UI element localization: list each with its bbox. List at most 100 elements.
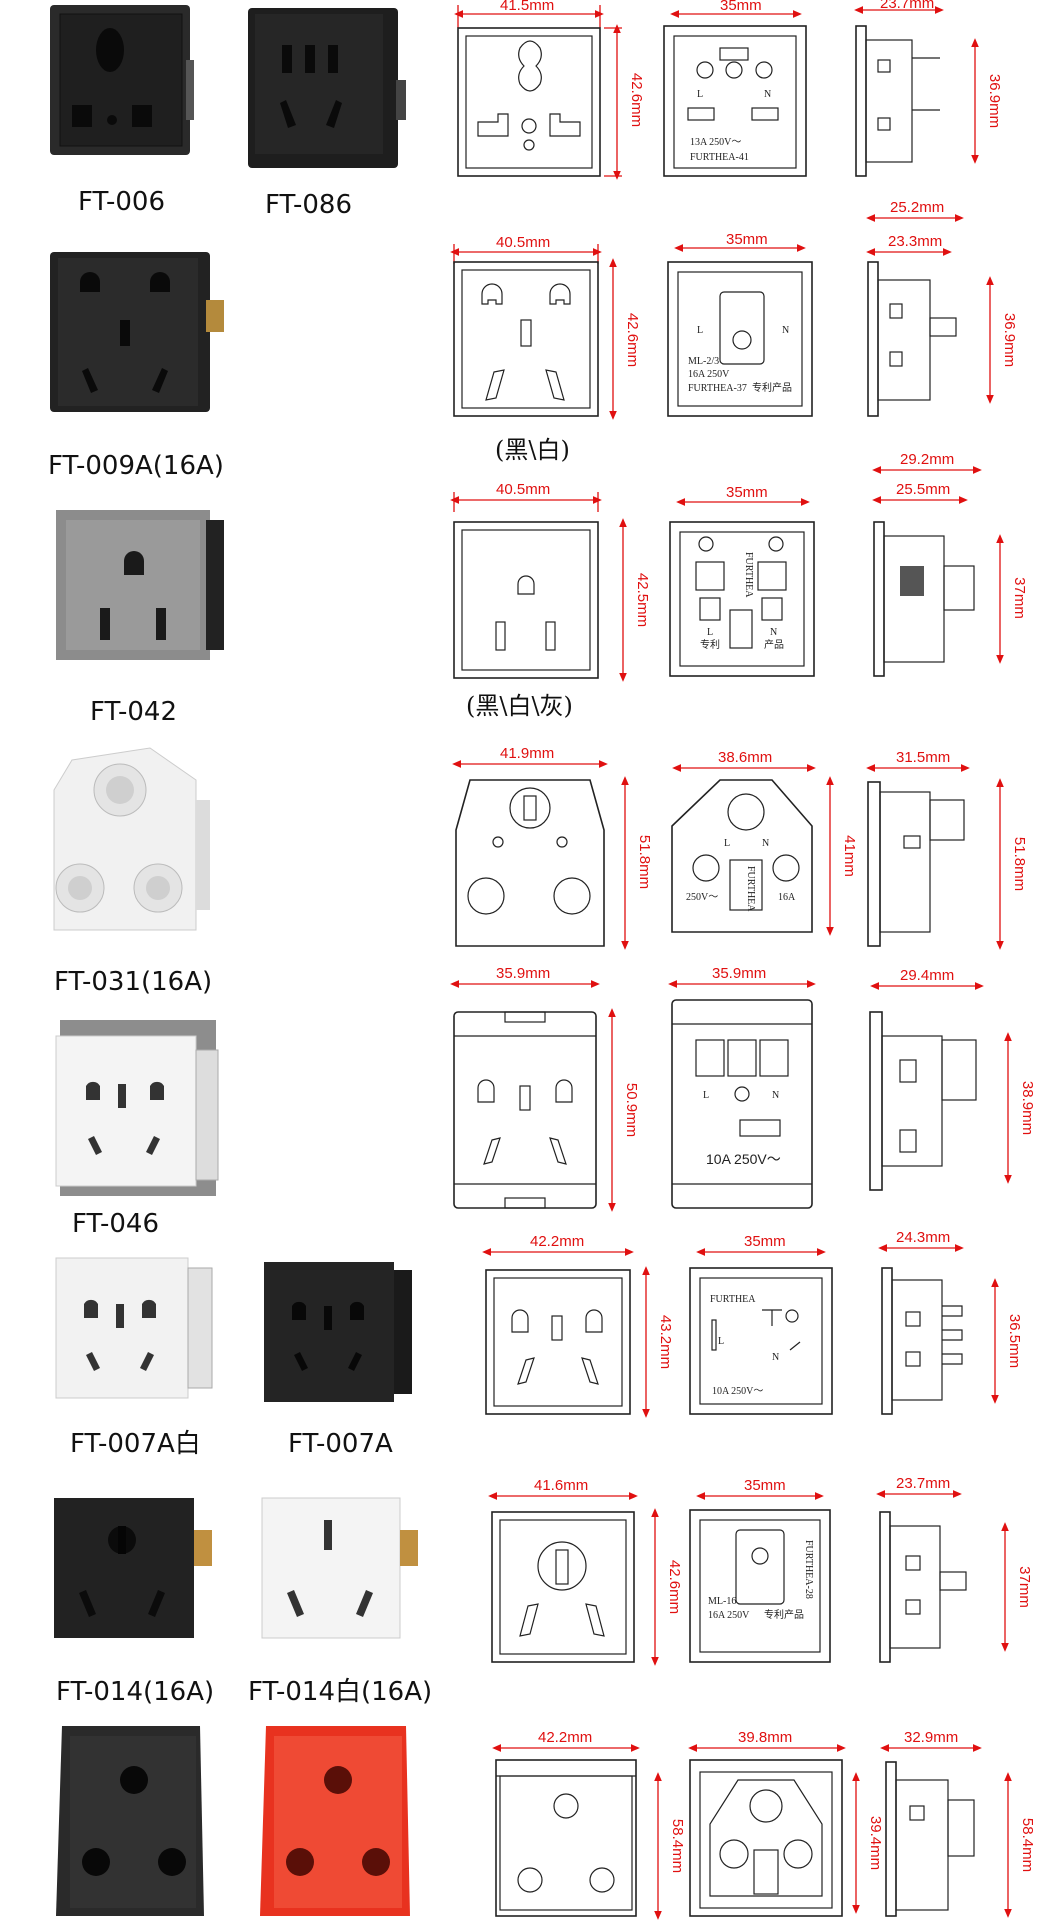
- photo-ft-086: [248, 8, 406, 168]
- mark-n-r1: N: [764, 89, 771, 100]
- photo-ft-014-round-black: [56, 1726, 204, 1916]
- dim-front-w-r4: 41.9mm: [500, 745, 554, 762]
- photo-ft-042: [56, 510, 224, 660]
- dim-front-w-r1: 41.5mm: [500, 0, 554, 14]
- drawing-side-r3: 29.2mm 25.5mm 37mm: [872, 451, 1028, 677]
- mark-brand-r3: FURTHEA: [743, 552, 754, 598]
- drawing-back-r4: 38.6mm L N 250V～ 16A FURTHEA 41mm: [671, 749, 858, 936]
- label-ft-014-white: FT-014白(16A): [248, 1677, 432, 1707]
- photo-ft-014-round-red: [260, 1726, 410, 1916]
- label-ft-086: FT-086: [265, 190, 352, 220]
- mark-rating-r5: 10A 250V～: [706, 1151, 781, 1167]
- drawing-back-r2: 35mm L N ML-2/3 16A 250V FURTHEA-37 专利产品: [667, 231, 813, 417]
- dim-side-h-r7: 37mm: [1016, 1566, 1033, 1608]
- dim-side-w1-r2: 25.2mm: [890, 199, 944, 216]
- mark-n-r4: N: [762, 838, 769, 849]
- drawing-front-r2: 40.5mm 42.6mm: [450, 234, 641, 420]
- dim-side-h-r5: 38.9mm: [1019, 1081, 1036, 1135]
- dim-front-w-r2: 40.5mm: [496, 234, 550, 251]
- dim-front-w-r3: 40.5mm: [496, 481, 550, 498]
- dim-front-w-r5: 35.9mm: [496, 965, 550, 982]
- photo-ft-031: [53, 747, 210, 931]
- drawing-front-r3: 40.5mm 42.5mm: [450, 481, 651, 682]
- photo-ft-006: [50, 5, 194, 155]
- mark-l-r3: L: [707, 627, 713, 638]
- mark-n-r2: N: [782, 325, 789, 336]
- dim-front-h-r2: 42.6mm: [624, 313, 641, 367]
- drawing-side-r1: 23.7mm 36.9mm: [854, 0, 1003, 177]
- mark-n-r5: N: [772, 1090, 779, 1101]
- label-ft-042: FT-042: [90, 697, 177, 727]
- drawing-side-r5: 29.4mm 38.9mm: [869, 967, 1036, 1191]
- drawing-side-r8: 32.9mm 58.4mm: [880, 1729, 1036, 1918]
- dim-side-w-r6: 24.3mm: [896, 1229, 950, 1246]
- color-note-r2: (黑\白): [495, 436, 570, 464]
- dim-side-h-r6: 36.5mm: [1006, 1314, 1023, 1368]
- label-ft-007a-white: FT-007A白: [70, 1429, 201, 1459]
- dim-side-h-r8: 58.4mm: [1019, 1818, 1036, 1872]
- mark-patent-r2: 专利产品: [752, 381, 792, 394]
- dim-front-h-r5: 50.9mm: [623, 1083, 640, 1137]
- mark-patent-r7: 专利产品: [764, 1608, 804, 1621]
- dim-back-h-r8: 39.4mm: [867, 1816, 884, 1870]
- mark-brand-r1: FURTHEA-41: [690, 152, 749, 163]
- mark-l-r4: L: [724, 838, 730, 849]
- mark-n-r3: N: [770, 627, 777, 638]
- mark-brand-r4: FURTHEA: [745, 866, 756, 912]
- dim-back-h-r4: 41mm: [841, 835, 858, 877]
- mark-l-r2: L: [697, 325, 703, 336]
- drawing-front-r7: 41.6mm 42.6mm: [488, 1477, 683, 1666]
- dim-side-h-r3: 37mm: [1011, 577, 1028, 619]
- dim-side-h-r2: 36.9mm: [1001, 313, 1018, 367]
- mark-line2-r7: 16A 250V: [708, 1610, 750, 1621]
- mark-rating-r1: 13A 250V～: [690, 137, 741, 148]
- drawing-back-r1: 35mm L N 13A 250V～ FURTHEA-41: [663, 0, 807, 177]
- dim-back-w-r1: 35mm: [720, 0, 762, 14]
- dim-back-w-r2: 35mm: [726, 231, 768, 248]
- dim-side-w-r7: 23.7mm: [896, 1475, 950, 1492]
- drawing-back-r8: 39.8mm 39.4mm: [688, 1729, 884, 1917]
- dim-front-h-r4: 51.8mm: [636, 835, 653, 889]
- dim-side-w-r4: 31.5mm: [896, 749, 950, 766]
- mark-l-r1: L: [697, 89, 703, 100]
- dim-side-h-r4: 51.8mm: [1011, 837, 1028, 891]
- dim-front-w-r6: 42.2mm: [530, 1233, 584, 1250]
- label-ft-031: FT-031(16A): [54, 967, 212, 997]
- mark-brand-r7: FURTHEA-28: [803, 1540, 814, 1599]
- mark-brand-r6: FURTHEA: [710, 1294, 756, 1305]
- dim-front-h-r3: 42.5mm: [634, 573, 651, 627]
- photo-ft-009a: [50, 252, 224, 412]
- drawing-back-r7: 35mm ML-16 16A 250V FURTHEA-28 专利产品: [689, 1477, 831, 1663]
- drawing-front-r4: 41.9mm 51.8mm: [452, 745, 653, 950]
- dim-front-h-r7: 42.6mm: [666, 1560, 683, 1614]
- label-ft-014: FT-014(16A): [56, 1677, 214, 1707]
- drawing-front-r1: 41.5mm 42.6mm: [454, 0, 645, 180]
- mark-v-r4: 250V～: [686, 892, 718, 903]
- mark-line3-r2: FURTHEA-37: [688, 383, 747, 394]
- dim-back-w-r6: 35mm: [744, 1233, 786, 1250]
- photo-ft-007a: [264, 1262, 412, 1402]
- mark-line1-r2: ML-2/3: [688, 356, 719, 367]
- mark-l-r5: L: [703, 1090, 709, 1101]
- dim-side-w1-r3: 29.2mm: [900, 451, 954, 468]
- drawing-front-r8: 42.2mm 58.4mm: [492, 1729, 686, 1920]
- dim-side-w2-r3: 25.5mm: [896, 481, 950, 498]
- mark-chan-r3: 产品: [764, 638, 784, 651]
- mark-zhuan-r3: 专利: [700, 638, 720, 651]
- photo-ft-014: [54, 1498, 212, 1638]
- dim-front-w-r8: 42.2mm: [538, 1729, 592, 1746]
- photo-ft-007a-white: [55, 1257, 213, 1399]
- dim-front-h-r8: 58.4mm: [669, 1819, 686, 1873]
- dim-front-w-r7: 41.6mm: [534, 1477, 588, 1494]
- dim-side-w-r5: 29.4mm: [900, 967, 954, 984]
- dim-side-w-r8: 32.9mm: [904, 1729, 958, 1746]
- label-ft-006: FT-006: [78, 187, 165, 217]
- drawing-side-r4: 31.5mm 51.8mm: [866, 749, 1028, 950]
- drawing-front-r6: 42.2mm 43.2mm: [482, 1233, 674, 1418]
- dim-back-w-r4: 38.6mm: [718, 749, 772, 766]
- drawing-side-r7: 23.7mm 37mm: [876, 1475, 1033, 1663]
- dim-back-w-r8: 39.8mm: [738, 1729, 792, 1746]
- photo-ft-046: [55, 1020, 219, 1196]
